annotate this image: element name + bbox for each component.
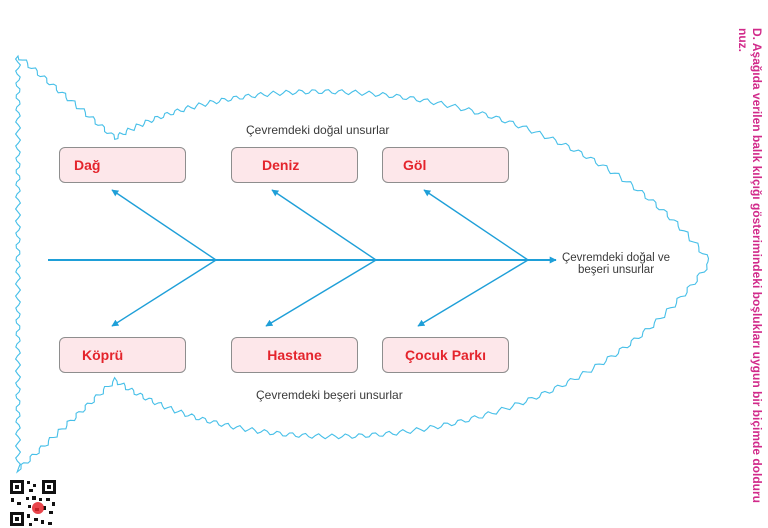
bone-top-1 xyxy=(111,189,217,261)
arrows xyxy=(48,189,557,327)
fish-outline xyxy=(14,54,710,474)
human-item-box-3: Çocuk Parkı xyxy=(382,337,509,373)
bone-bottom-2 xyxy=(265,259,377,327)
bone-bottom-1 xyxy=(111,259,217,327)
spine-arrow-label-line1: Çevremdeki doğal ve xyxy=(561,252,671,264)
natural-item-box-1: Dağ xyxy=(59,147,186,183)
bone-bottom-3 xyxy=(417,259,529,327)
natural-item-box-3: Göl xyxy=(382,147,509,183)
instruction-text: D. Aşağıda verilen balık kılçığı gösteri… xyxy=(724,28,764,528)
instruction-line-2: nuz. xyxy=(736,28,750,52)
human-item-box-2: Hastane xyxy=(231,337,358,373)
human-item-box-1: Köprü xyxy=(59,337,186,373)
human-elements-label: Çevremdeki beşeri unsurlar xyxy=(256,388,403,402)
spine-arrow-label: Çevremdeki doğal ve beşeri unsurlar xyxy=(560,252,672,276)
qr-code-graphic xyxy=(8,478,58,528)
bone-top-3 xyxy=(423,189,529,261)
bone-top-2 xyxy=(271,189,377,261)
qr-code-icon xyxy=(8,478,58,528)
spine-arrow-label-line2: beşeri unsurlar xyxy=(577,264,655,276)
natural-item-box-2: Deniz xyxy=(231,147,358,183)
instruction-line-1: D. Aşağıda verilen balık kılçığı gösteri… xyxy=(750,28,764,503)
natural-elements-label: Çevremdeki doğal unsurlar xyxy=(246,123,390,137)
